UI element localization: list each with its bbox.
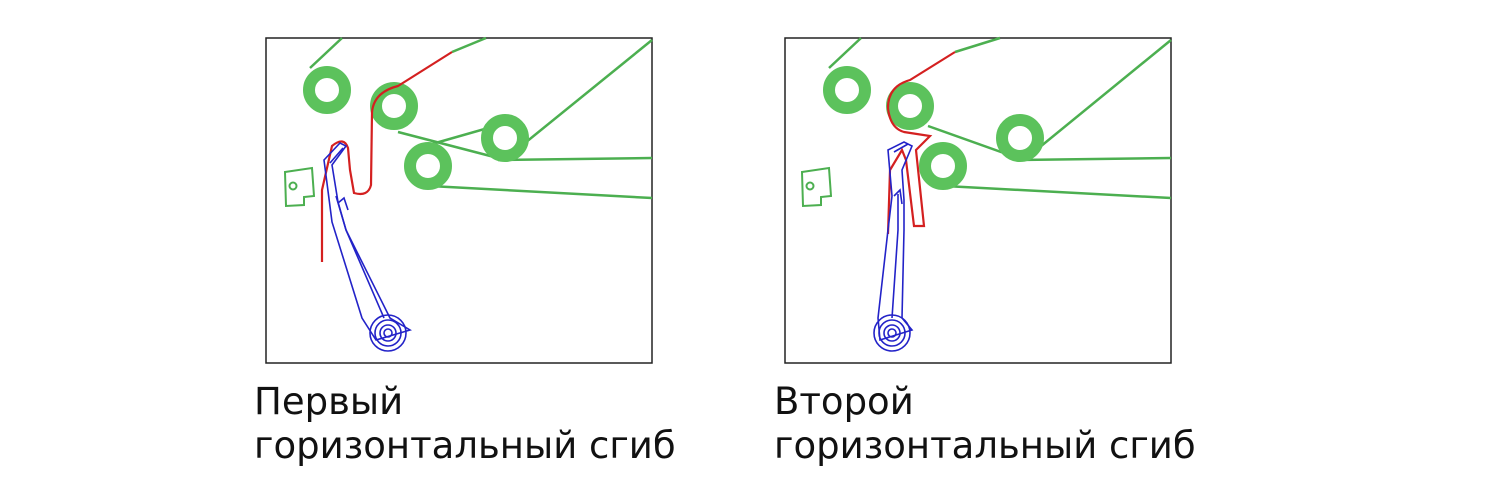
- conveyor-belts: [309, 36, 653, 200]
- rollers: [823, 66, 1044, 190]
- paper-path: [886, 51, 956, 235]
- folding-knife: [323, 142, 412, 352]
- paper-path: [320, 51, 453, 262]
- rollers: [303, 66, 529, 190]
- bracket: [283, 166, 316, 208]
- caption-line-2: горизонтальный сгиб: [254, 424, 676, 467]
- roller-4: [919, 142, 967, 190]
- caption: Второй горизонтальный сгиб: [774, 380, 1196, 468]
- panel-second-fold: Второй горизонтальный сгиб: [770, 0, 1290, 499]
- roller-3: [996, 114, 1044, 162]
- roller-3: [481, 114, 529, 162]
- bracket: [800, 166, 833, 208]
- roller-2: [886, 82, 934, 130]
- conveyor-belts: [828, 36, 1172, 200]
- diagram-frame: [784, 37, 1172, 364]
- diagram-frame: [265, 37, 653, 364]
- caption-line-2: горизонтальный сгиб: [774, 424, 1196, 467]
- panel-first-fold: Первый горизонтальный сгиб: [250, 0, 770, 499]
- second-fold-diagram: [784, 36, 1172, 364]
- caption-line-1: Второй: [774, 380, 914, 423]
- caption: Первый горизонтальный сгиб: [254, 380, 676, 468]
- roller-1: [823, 66, 871, 114]
- roller-4: [404, 142, 452, 190]
- folding-knife: [873, 141, 914, 352]
- roller-1: [303, 66, 351, 114]
- caption-line-1: Первый: [254, 380, 404, 423]
- first-fold-diagram: [265, 36, 653, 364]
